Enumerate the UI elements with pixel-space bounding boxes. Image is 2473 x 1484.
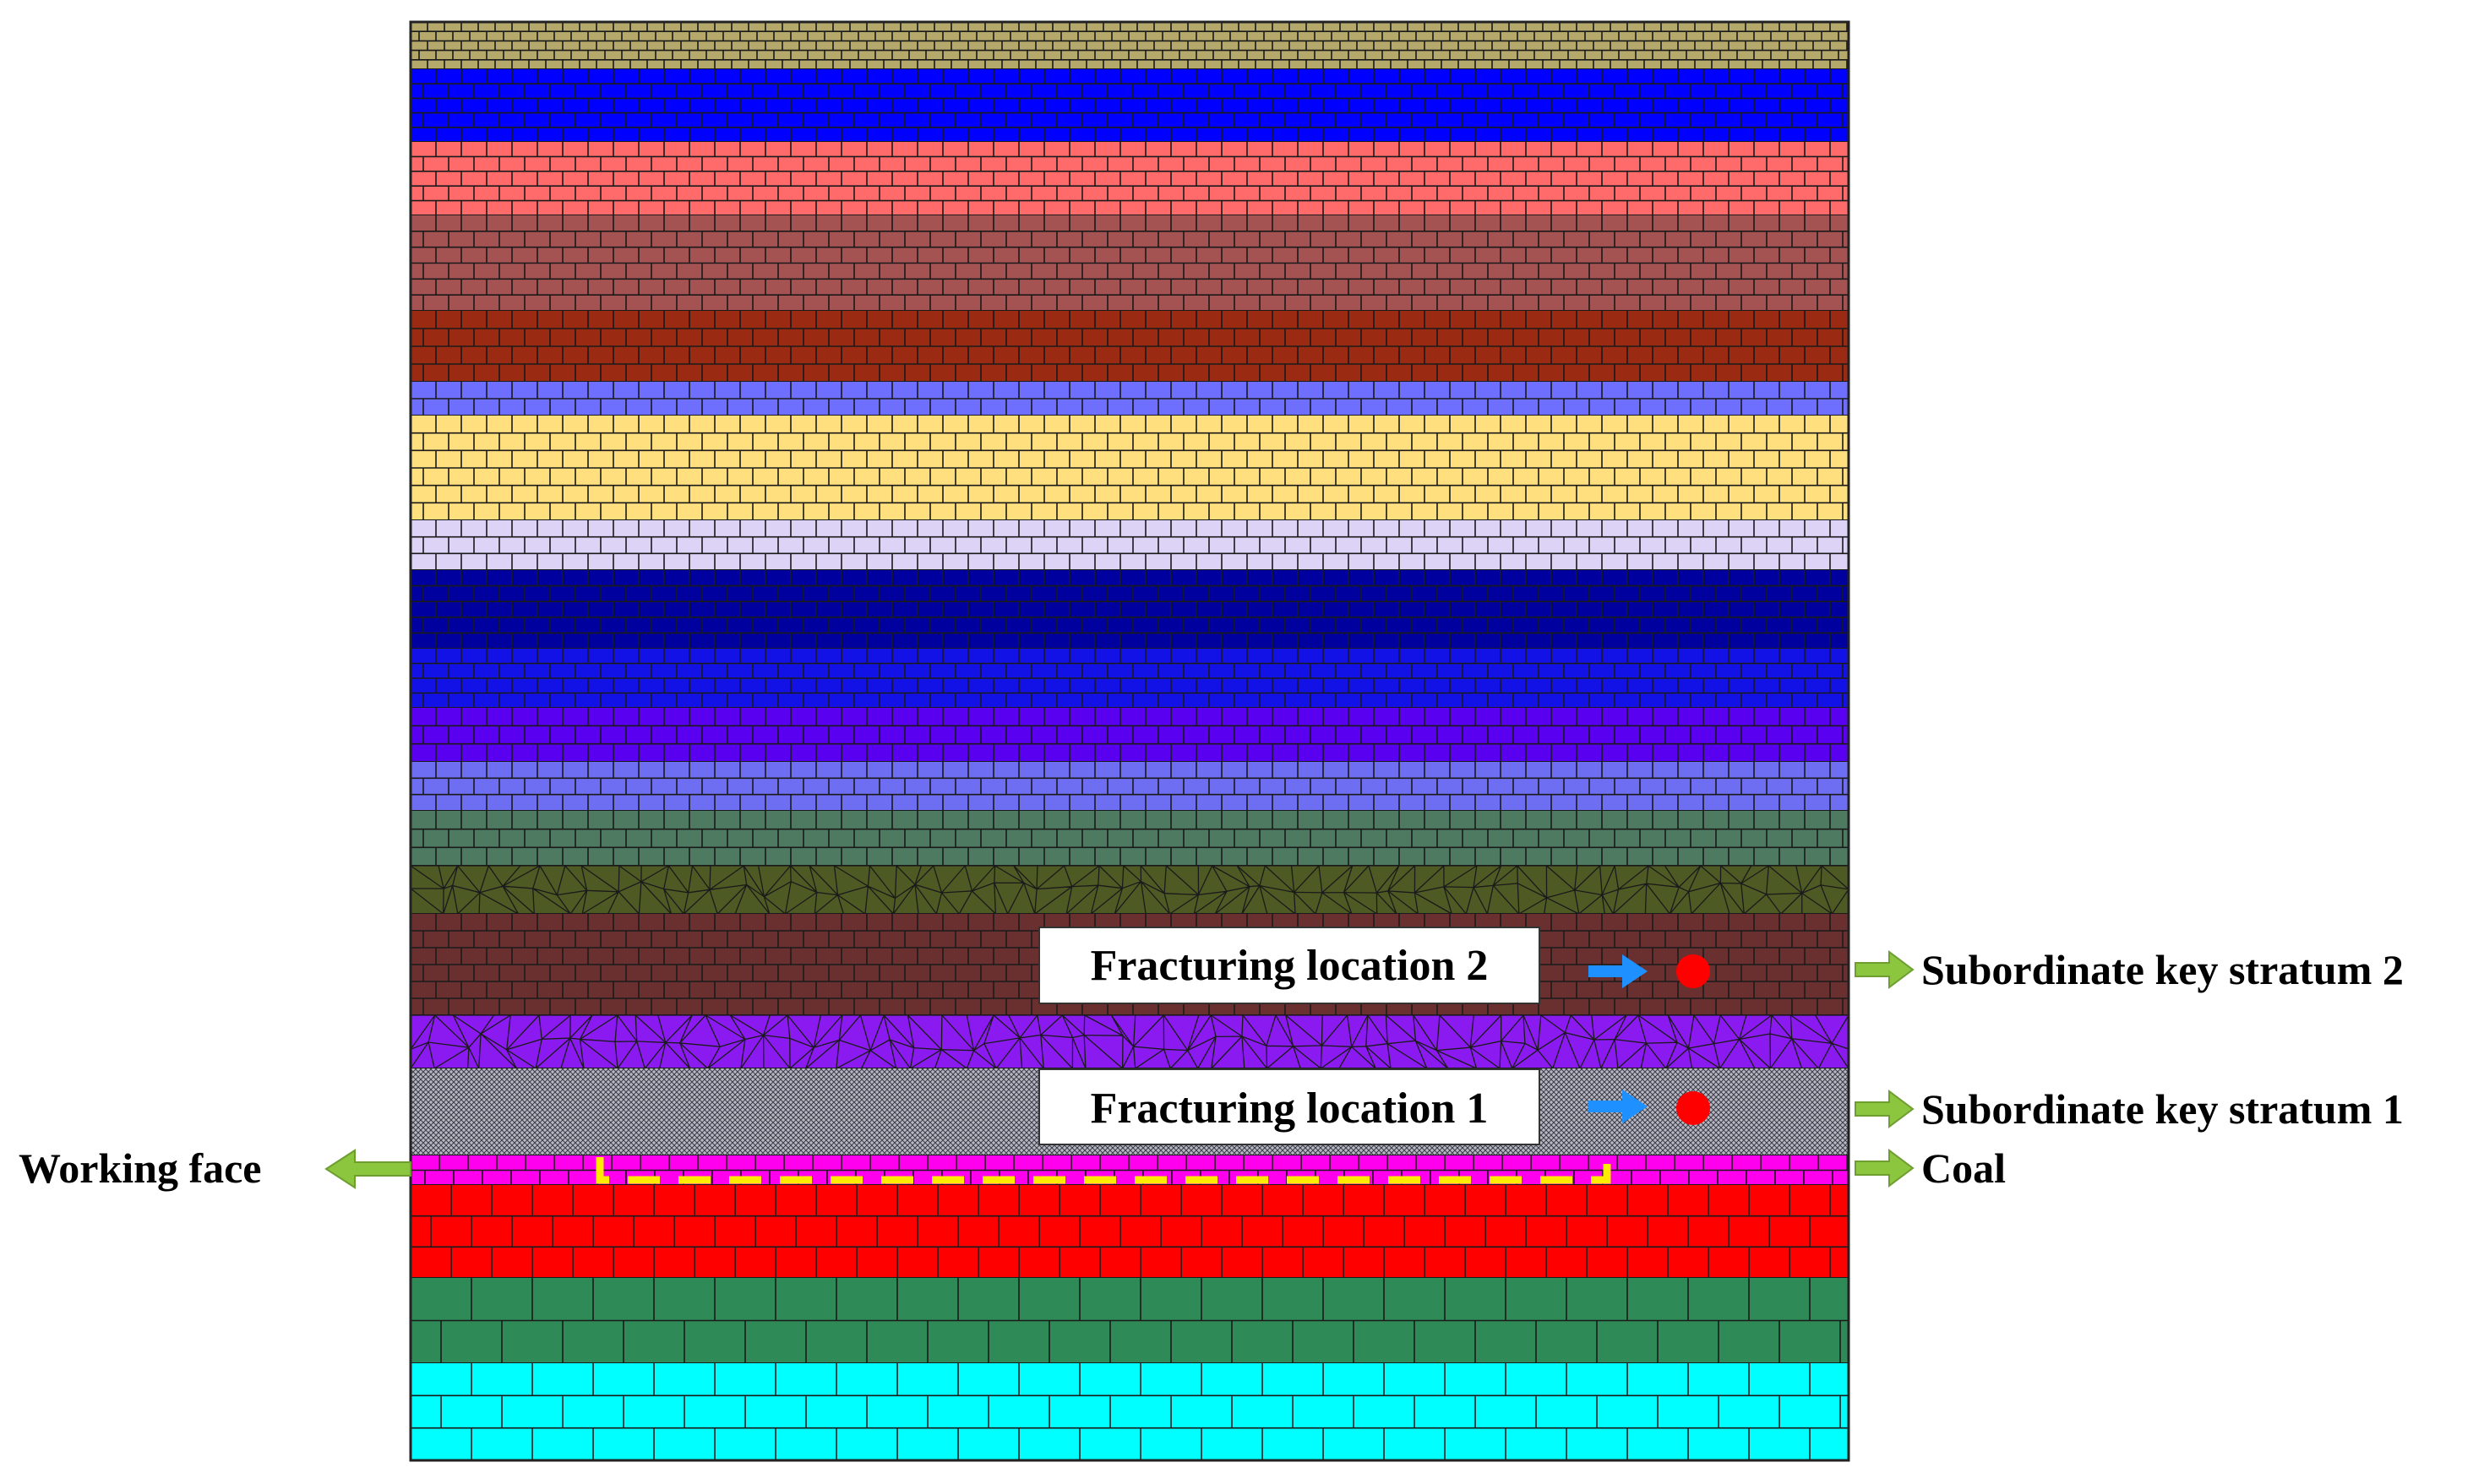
stratum-layer-04 [411,215,1849,312]
model-border [409,20,1850,1462]
right-arrow-icon [1588,1090,1648,1123]
stratum-key-stratum-1 [410,1014,1849,1069]
stratum-layer-21 [411,1363,1849,1461]
stratum-layer-20 [411,1278,1849,1364]
stratum-layer-11 [411,708,1849,763]
fracture-box-2-label: Fracturing location 2 [1091,942,1489,990]
side-label-key-stratum-1: Subordinate key stratum 1 [1855,1085,2404,1133]
stratum-layer-06 [411,382,1849,416]
side-label-coal-text: Coal [1921,1144,2006,1192]
fracture-box-2: Fracturing location 2 [1038,927,1540,1004]
right-arrow-icon [1855,1149,1915,1188]
right-arrow-icon [1855,950,1915,989]
fracture-box-1-label: Fracturing location 1 [1091,1084,1489,1133]
stratum-layer-07 [411,416,1849,521]
fracture-point-2 [1676,954,1710,988]
stratum-layer-19 [411,1185,1849,1279]
fracture-point-1 [1676,1091,1710,1125]
stratum-layer-08 [411,520,1849,571]
right-arrow-icon [1588,954,1648,988]
right-arrow-icon [1855,1090,1915,1128]
stratum-layer-09 [411,570,1849,650]
stratum-layer-18 [411,1155,1849,1186]
side-label-key-stratum-1-text: Subordinate key stratum 1 [1921,1085,2404,1133]
stratum-layer-01 [411,22,1849,70]
strata-layers [410,22,1849,1461]
left-arrow-icon [324,1149,411,1189]
stratum-layer-02 [411,69,1849,143]
working-face-text: Working face [19,1144,261,1192]
fracture-box-1: Fracturing location 1 [1038,1068,1540,1145]
goaf-outline [596,1157,1611,1184]
side-label-key-stratum-2-text: Subordinate key stratum 2 [1921,946,2404,993]
working-face-label: Working face [19,1144,411,1192]
fracture-pointer-1 [1588,1090,1710,1125]
fracture-pointer-2 [1588,954,1710,988]
stratum-key-stratum-2 [410,865,1849,915]
stratum-layer-12 [411,762,1849,812]
stratum-layer-05 [411,311,1849,383]
stratum-layer-10 [411,649,1849,709]
side-label-coal: Coal [1855,1144,2006,1192]
side-label-key-stratum-2: Subordinate key stratum 2 [1855,946,2404,993]
stratum-layer-03 [411,142,1849,216]
stratum-layer-13 [411,811,1849,867]
